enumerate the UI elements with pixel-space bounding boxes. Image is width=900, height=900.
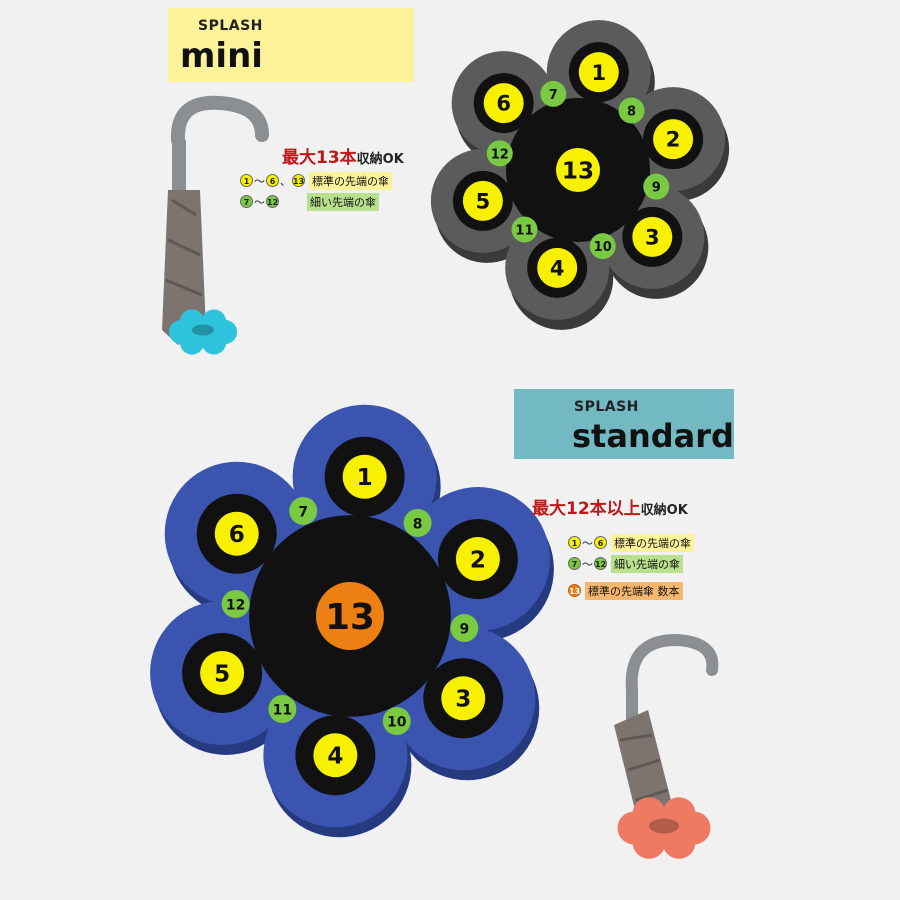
- legend-badge: 12: [594, 557, 607, 570]
- std-slot-label: 2: [470, 547, 486, 573]
- std-slot-10: [382, 707, 411, 736]
- std-slot-label: 3: [455, 687, 471, 713]
- mini-title-box: SPLASH mini: [168, 8, 414, 82]
- mini-slot-13: [556, 148, 600, 192]
- model-name: mini: [180, 36, 263, 76]
- brand-label: SPLASH: [574, 399, 639, 415]
- legend-badge: 13: [568, 584, 581, 597]
- mini-slot-label: 11: [515, 223, 533, 238]
- mini-slot-label: 6: [496, 92, 511, 116]
- std-slot-label: 10: [387, 714, 407, 730]
- mini-slot-label: 10: [594, 240, 612, 255]
- mini-slot-label: 2: [666, 128, 681, 152]
- mini-slot-1: [578, 52, 619, 93]
- standard-title-box: SPLASH standard: [514, 389, 734, 459]
- capacity-text: 最大12本以上収納OK: [532, 494, 688, 519]
- legend-badge: 6: [594, 536, 607, 549]
- std-slot-label: 9: [459, 621, 469, 637]
- std-slot-2: [455, 537, 500, 582]
- legend-row: 1 〜 6 、 13 標準の先端の傘: [240, 171, 392, 190]
- mini-slot-label: 12: [491, 147, 509, 162]
- legend-text: 標準の先端の傘: [611, 533, 694, 552]
- legend-badge: 1: [240, 174, 253, 187]
- std-slot-11: [268, 695, 297, 724]
- legend-text: 細い先端の傘: [307, 192, 379, 211]
- std-slot-3: [441, 676, 486, 721]
- std-slot-label: 12: [226, 597, 245, 613]
- mini-slot-5: [462, 180, 503, 221]
- std-slot-label: 13: [325, 597, 375, 638]
- mini-slot-9: [643, 173, 670, 200]
- mini-slot-8: [618, 97, 645, 124]
- mini-slot-label: 4: [550, 256, 565, 280]
- std-slot-label: 4: [327, 744, 343, 770]
- mini-slot-11: [511, 216, 538, 243]
- legend-badge: 6: [266, 174, 279, 187]
- mini-slot-6: [483, 83, 524, 124]
- mini-slot-label: 1: [591, 61, 606, 85]
- std-slot-label: 7: [298, 504, 308, 520]
- legend-badge: 13: [292, 174, 305, 187]
- std-slot-label: 5: [214, 661, 230, 687]
- mini-slot-label: 8: [627, 104, 636, 119]
- mini-cyan-stand: [168, 309, 238, 355]
- std-slot-4: [313, 733, 358, 778]
- mini-slot-label: 7: [549, 88, 558, 103]
- standard-coral-stand: [617, 797, 711, 859]
- mini-slot-10: [589, 233, 616, 260]
- std-slot-5: [200, 650, 245, 695]
- legend-badge: 7: [240, 195, 253, 208]
- brand-label: SPLASH: [198, 18, 263, 34]
- mini-slot-label: 13: [562, 158, 594, 184]
- std-slot-7: [289, 496, 318, 525]
- legend-row: 13 標準の先端傘 数本: [568, 581, 683, 600]
- std-slot-1: [342, 454, 387, 499]
- mini-slot-2: [653, 119, 694, 160]
- std-slot-label: 11: [273, 702, 292, 718]
- std-slot-label: 8: [413, 516, 423, 532]
- capacity-ok: 収納OK: [356, 152, 404, 167]
- legend-badge: 1: [568, 536, 581, 549]
- legend-row: 7 〜 12 細い先端の傘: [240, 192, 379, 211]
- legend-text: 細い先端の傘: [611, 554, 683, 573]
- model-name: standard: [572, 417, 734, 455]
- mini-slot-label: 5: [476, 190, 491, 214]
- std-slot-6: [214, 511, 259, 556]
- mini-slot-label: 9: [652, 181, 661, 196]
- mini-slot-12: [486, 140, 513, 167]
- legend-row: 1 〜 6 標準の先端の傘: [568, 533, 694, 552]
- std-slot-12: [221, 589, 250, 618]
- legend-text: 標準の先端傘 数本: [585, 581, 683, 600]
- mini-slot-7: [540, 80, 567, 107]
- std-slot-label: 1: [357, 465, 373, 491]
- mini-slot-3: [632, 216, 673, 257]
- std-slot-13: [316, 582, 384, 650]
- legend-badge: 7: [568, 557, 581, 570]
- umbrella-photo-mini: [162, 95, 269, 345]
- capacity-text: 最大13本収納OK: [282, 143, 404, 168]
- std-slot-label: 6: [229, 522, 245, 548]
- capacity-count: 最大12本以上: [532, 499, 641, 519]
- mini-slot-label: 3: [645, 226, 660, 250]
- mini-slot-4: [537, 247, 578, 288]
- capacity-ok: 収納OK: [640, 503, 688, 518]
- capacity-count: 最大13本: [282, 148, 357, 168]
- legend-text: 標準の先端の傘: [309, 171, 392, 190]
- std-slot-9: [450, 614, 479, 643]
- std-slot-8: [403, 508, 432, 537]
- legend-row: 7 〜 12 細い先端の傘: [568, 554, 683, 573]
- legend-badge: 12: [266, 195, 279, 208]
